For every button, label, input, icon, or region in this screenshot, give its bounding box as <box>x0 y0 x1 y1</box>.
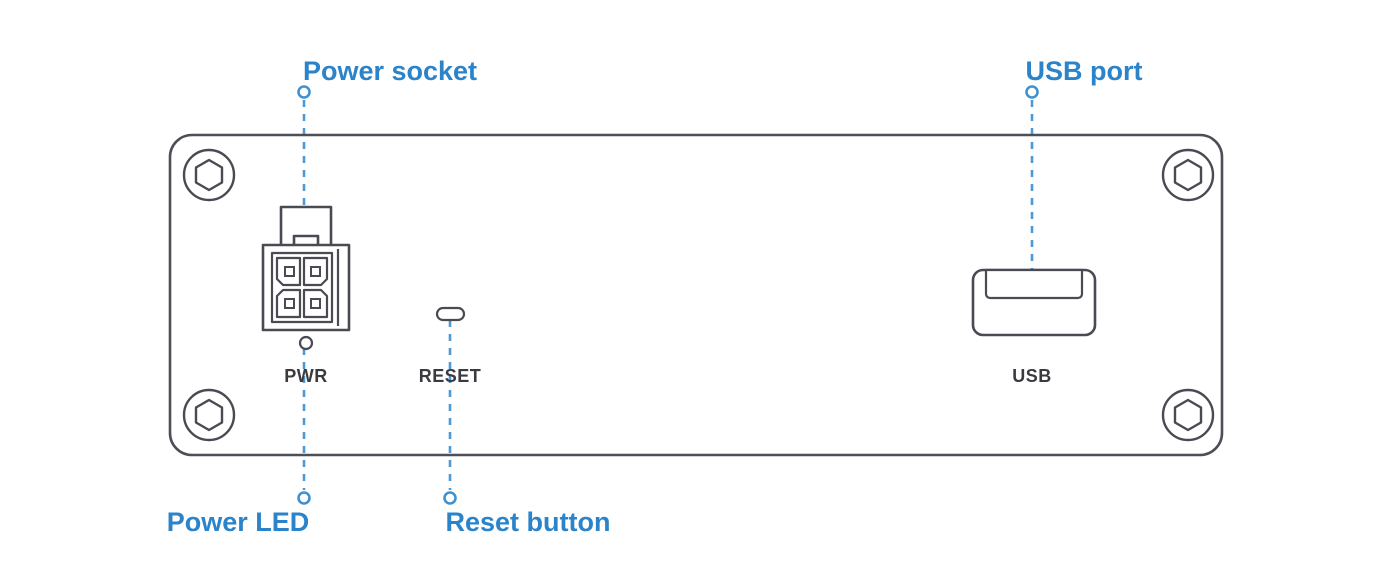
callout-label-power-socket: Power socket <box>303 56 477 86</box>
callout-label-usb-port: USB port <box>1026 56 1143 86</box>
screw-ring-icon <box>1161 148 1215 202</box>
callout-power-led: Power LED <box>167 491 311 537</box>
power-socket-silkscreen-label: PWR <box>284 366 328 386</box>
callout-reset-button: Reset button <box>443 491 611 537</box>
usb-port-silkscreen-label: USB <box>1012 366 1052 386</box>
usb-port-tongue <box>984 268 1084 300</box>
screw-ring-icon <box>182 388 236 442</box>
power-socket-pin-4 <box>310 298 321 309</box>
callout-dot-reset-button <box>443 491 457 505</box>
hex-socket-icon <box>1173 398 1203 432</box>
power-socket-pin-3 <box>284 298 295 309</box>
power-socket[interactable]: PWR <box>261 205 351 386</box>
callout-usb-port: USB port <box>1025 56 1143 99</box>
usb-port[interactable]: USB <box>971 268 1097 386</box>
reset-button-pill[interactable] <box>435 306 466 322</box>
enclosure-group <box>168 133 1224 457</box>
power-socket-pin-1 <box>284 266 295 277</box>
power-socket-pin-2 <box>310 266 321 277</box>
power-led <box>298 335 314 351</box>
hex-socket-icon <box>1173 158 1203 192</box>
callout-dot-usb-port <box>1025 85 1039 99</box>
callout-lines-group <box>302 100 1034 490</box>
screw-ring-icon <box>1161 388 1215 442</box>
power-socket-latch <box>279 205 333 249</box>
reset-button-silkscreen-label: RESET <box>419 366 482 386</box>
callout-label-power-led: Power LED <box>167 507 310 537</box>
callout-dot-power-socket <box>297 85 311 99</box>
power-led-indicator <box>298 335 314 351</box>
hex-socket-icon <box>194 158 224 192</box>
screw-bottom-right <box>1161 388 1215 442</box>
screw-top-left <box>182 148 236 202</box>
callout-power-socket: Power socket <box>297 56 477 99</box>
reset-button[interactable]: RESET <box>419 306 482 386</box>
enclosure-outline <box>168 133 1224 457</box>
callout-label-reset-button: Reset button <box>446 507 611 537</box>
screw-top-right <box>1161 148 1215 202</box>
screw-bottom-left <box>182 388 236 442</box>
callout-dot-power-led <box>297 491 311 505</box>
hex-socket-icon <box>194 398 224 432</box>
screw-ring-icon <box>182 148 236 202</box>
